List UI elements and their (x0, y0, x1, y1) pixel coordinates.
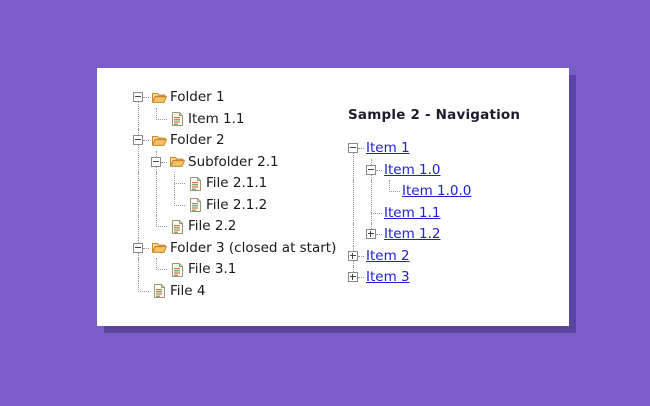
navigation-row[interactable]: Item 1.1 (348, 201, 471, 224)
collapse-icon[interactable] (133, 242, 143, 253)
tree-guide (366, 180, 384, 203)
file-tree-label: File 4 (170, 282, 206, 299)
file-tree-row[interactable]: Item 1.1 (133, 107, 336, 131)
file-tree-row[interactable]: Folder 1 (133, 87, 336, 109)
tree-guide (133, 107, 151, 130)
open-folder-icon (151, 90, 168, 106)
tree-guide (133, 193, 151, 216)
document-icon (169, 111, 186, 127)
tree-connector (151, 107, 169, 131)
tree-connector (169, 193, 187, 217)
navigation-link[interactable]: Item 1.1 (384, 204, 441, 221)
tree-connector (151, 215, 169, 238)
tree-guide (133, 215, 151, 238)
tree-guide (348, 158, 366, 181)
tree-connector (366, 201, 384, 224)
file-tree-label: Subfolder 2.1 (188, 153, 279, 170)
tree-connector (133, 279, 151, 303)
expand-icon[interactable] (366, 229, 376, 239)
tree-guide (138, 102, 139, 109)
file-tree-row[interactable]: File 4 (133, 279, 336, 303)
tree-guide (133, 258, 151, 281)
file-tree-row[interactable]: File 2.2 (133, 215, 336, 238)
file-tree-row[interactable]: File 3.1 (133, 258, 336, 281)
file-tree-label: Folder 2 (170, 132, 225, 148)
file-tree-label: Folder 1 (170, 89, 225, 105)
document-icon (187, 197, 204, 213)
tree-guide (353, 260, 354, 268)
file-tree-label: File 3.1 (188, 261, 237, 277)
navigation-heading: Sample 2 - Navigation (348, 107, 521, 123)
tree-guide (133, 172, 151, 195)
file-tree-label: File 2.1.2 (206, 196, 268, 213)
tree-connector (384, 180, 402, 203)
navigation-row[interactable]: Item 2 (348, 244, 471, 268)
document-icon (169, 219, 186, 235)
file-tree-label: File 2.2 (188, 218, 237, 234)
navigation-link[interactable]: Item 1.2 (384, 226, 441, 242)
tree-guide (133, 150, 151, 173)
navigation-row[interactable]: Item 3 (348, 266, 471, 289)
navigation-link[interactable]: Item 2 (366, 247, 410, 264)
navigation-row[interactable]: Item 1 (348, 138, 471, 160)
tree-guide (138, 252, 139, 260)
document-icon (151, 283, 168, 299)
collapse-icon[interactable] (348, 143, 358, 153)
file-tree-row[interactable]: File 2.1.1 (133, 172, 336, 195)
file-tree-label: Item 1.1 (188, 110, 245, 127)
open-folder-icon (151, 240, 168, 256)
collapse-icon[interactable] (366, 164, 376, 175)
tree-guide (156, 166, 157, 174)
tree-guide (371, 174, 372, 182)
navigation-link[interactable]: Item 1 (366, 140, 410, 156)
file-tree-label: Folder 3 (closed at start) (170, 239, 337, 256)
tree-connector (348, 138, 366, 160)
tree-connector (348, 244, 366, 268)
navigation-row[interactable]: Item 1.0.0 (348, 180, 472, 203)
tree-connector (169, 172, 187, 195)
file-tree-label: File 2.1.1 (206, 175, 268, 191)
navigation-row[interactable]: Item 1.0 (348, 158, 471, 182)
file-tree-row[interactable]: Folder 3 (closed at start) (133, 236, 337, 260)
document-icon (187, 176, 204, 192)
tree-guide (138, 145, 139, 152)
tree-connector (348, 266, 366, 289)
navigation-row[interactable]: Item 1.2 (348, 223, 471, 246)
collapse-icon[interactable] (133, 92, 143, 102)
tree-guide (348, 201, 366, 224)
tree-guide (348, 180, 366, 203)
collapse-icon[interactable] (151, 156, 161, 167)
navigation-link[interactable]: Item 3 (366, 269, 410, 285)
file-tree-row[interactable]: File 2.1.2 (133, 193, 336, 217)
tree-connector (366, 158, 384, 182)
open-folder-icon (169, 154, 186, 170)
tree-guide (151, 193, 169, 216)
collapse-icon[interactable] (133, 135, 143, 145)
file-tree-row[interactable]: Subfolder 2.1 (133, 150, 336, 174)
tree-connector (133, 129, 151, 152)
tree-connector (366, 223, 384, 246)
document-icon (169, 262, 186, 278)
tree-guide (348, 223, 366, 246)
tree-connector (133, 236, 151, 260)
tree-guide (353, 153, 354, 160)
expand-icon[interactable] (348, 272, 358, 282)
tree-guide (151, 172, 169, 195)
tree-connector (151, 258, 169, 281)
file-tree-row[interactable]: Folder 2 (133, 129, 336, 152)
tree-connector (151, 150, 169, 174)
tree-connector (133, 87, 151, 109)
open-folder-icon (151, 133, 168, 149)
expand-icon[interactable] (348, 250, 358, 261)
navigation-link[interactable]: Item 1.0 (384, 161, 441, 178)
navigation-link[interactable]: Item 1.0.0 (402, 183, 472, 199)
